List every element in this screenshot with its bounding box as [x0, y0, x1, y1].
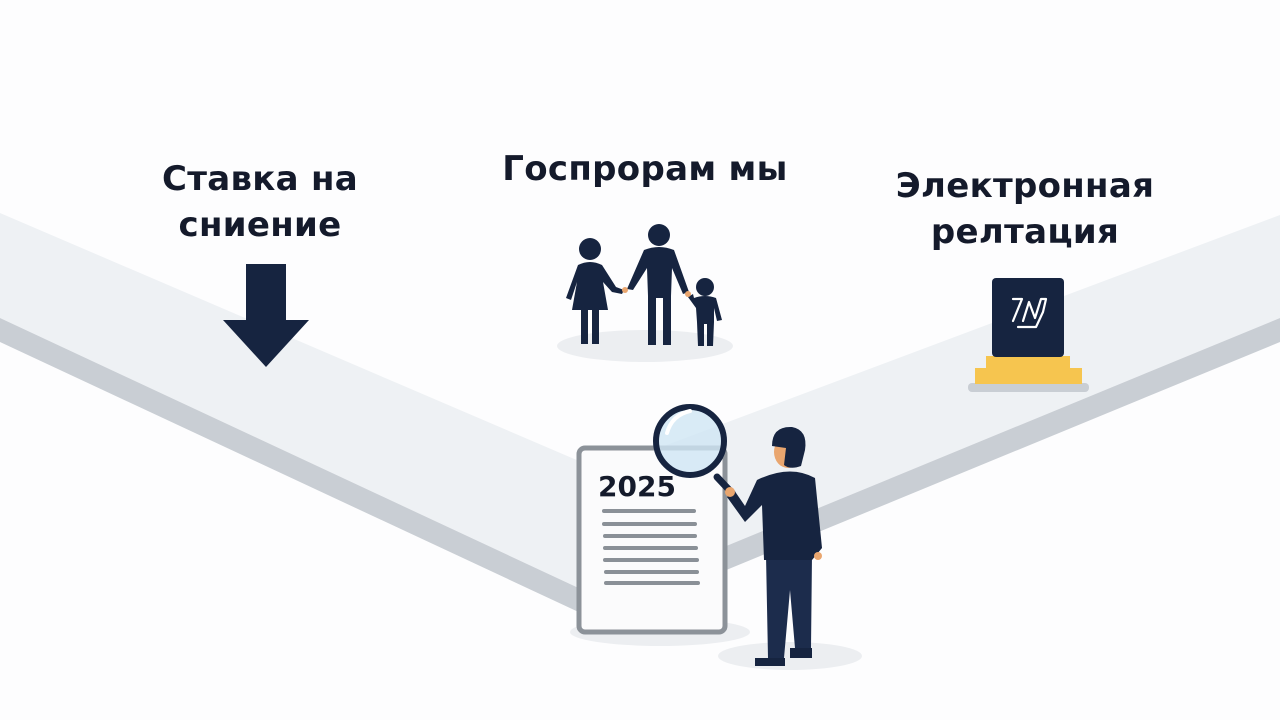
- label-rate-reduction: Ставка на сниение: [140, 156, 380, 248]
- label-rate-line1: Ставка на: [161, 159, 359, 199]
- label-rate-line2: сниение: [178, 205, 342, 245]
- document-icon: [570, 445, 750, 646]
- registry-monument-icon: [968, 278, 1089, 392]
- label-ereg-line1: Электронная: [895, 166, 1155, 206]
- family-icon: [557, 224, 733, 362]
- label-e-registration: Электронная релтация: [860, 163, 1190, 255]
- down-arrow-icon: [223, 264, 309, 367]
- label-gov-line1: Госпрорам мы: [502, 149, 788, 189]
- document-year: 2025: [598, 470, 676, 503]
- person-with-magnifier-icon: [653, 404, 862, 670]
- label-ereg-line2: релтация: [930, 212, 1120, 252]
- label-gov-programs: Госпрорам мы: [470, 146, 820, 192]
